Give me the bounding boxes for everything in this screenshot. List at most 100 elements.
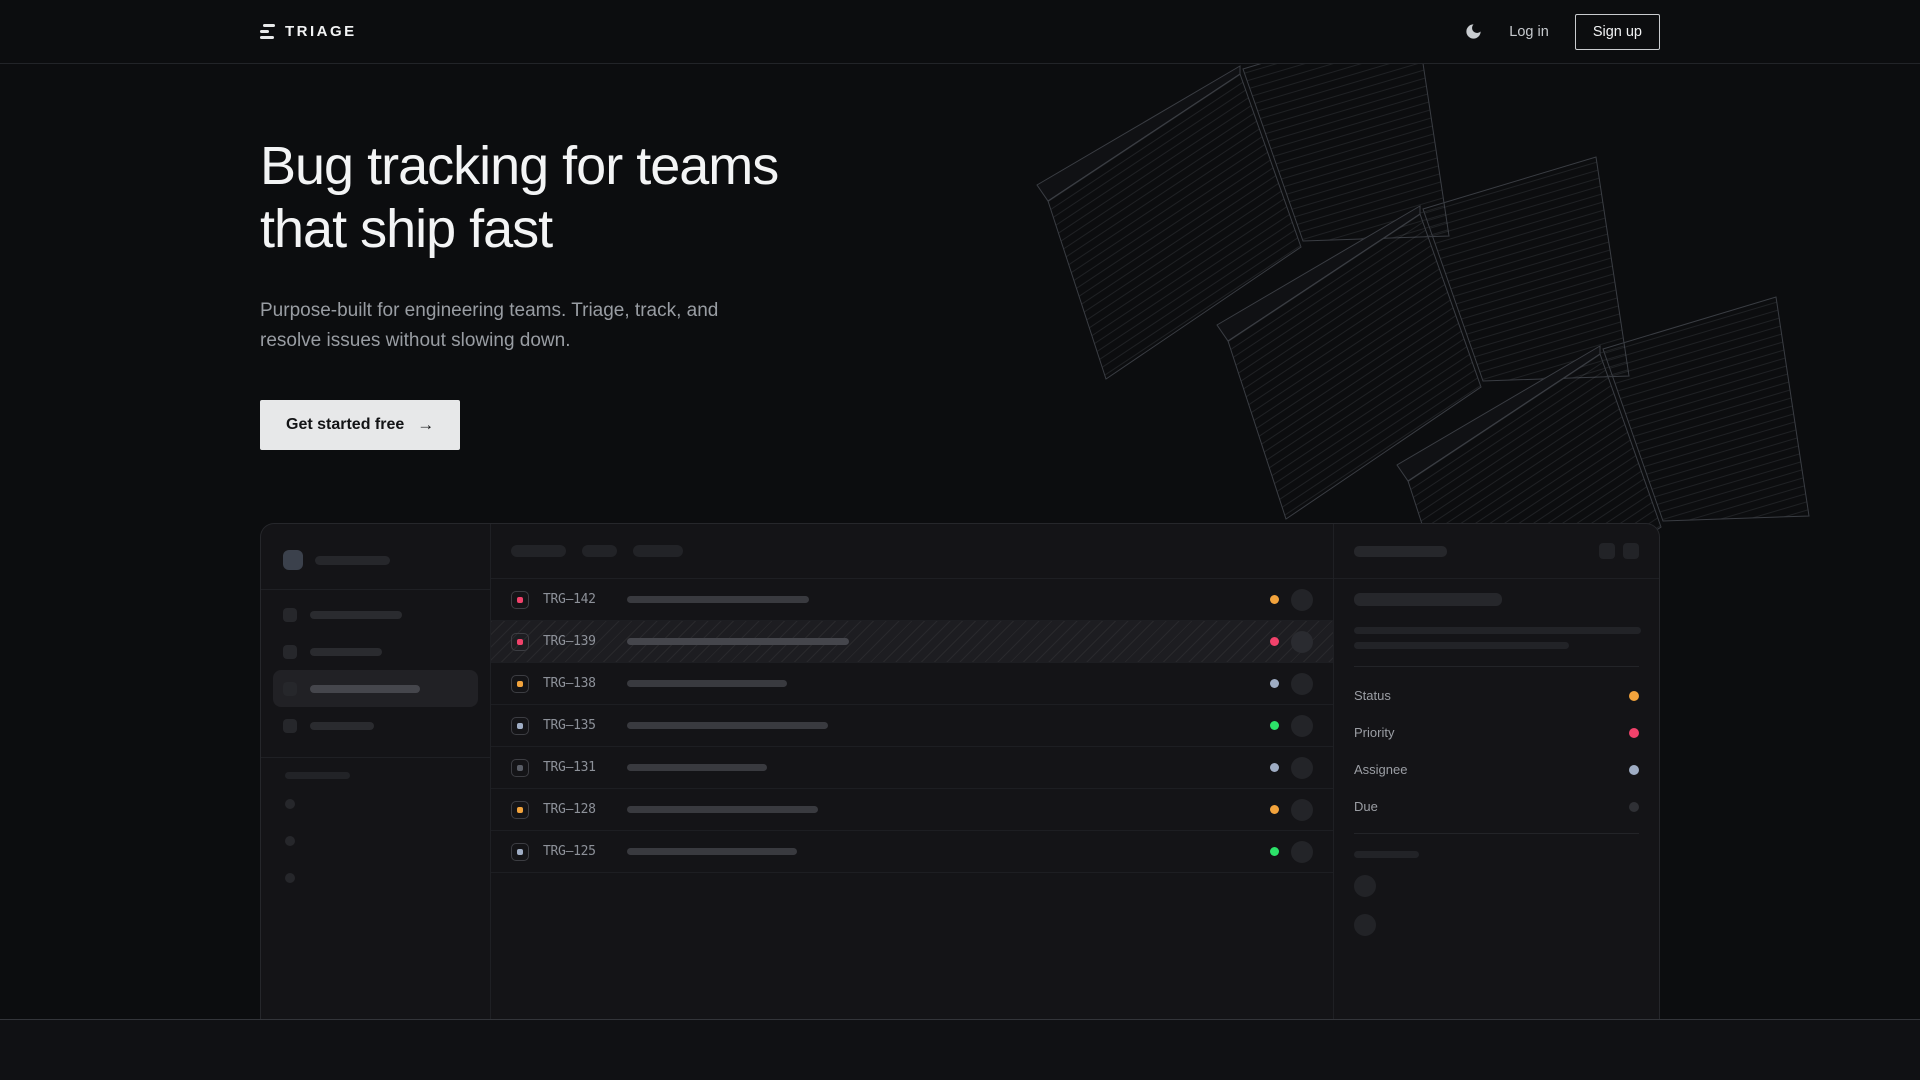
field-value-dot [1629, 764, 1639, 775]
field-label: Status [1354, 688, 1391, 704]
issue-row: TRG–131 [491, 747, 1333, 790]
page-title: Bug tracking for teams that ship fast [260, 136, 779, 259]
panel-action-icon [1599, 543, 1615, 560]
comment-avatar [1354, 914, 1376, 937]
signup-button[interactable]: Sign up [1574, 13, 1660, 50]
avatar [1291, 714, 1313, 737]
field-value-dot [1629, 801, 1639, 812]
mockup-workspace-row [261, 550, 490, 571]
panel-title-placeholder [1354, 545, 1447, 557]
issue-title-placeholder [1354, 593, 1502, 607]
avatar [1291, 588, 1313, 611]
panel-action-icon [1623, 543, 1639, 560]
issue-row: TRG–125 [491, 831, 1333, 874]
divider [261, 757, 490, 759]
issue-id: TRG–125 [543, 844, 596, 860]
sidebar-item-icon [283, 607, 297, 622]
list-tab-placeholder [511, 545, 566, 558]
footer [0, 1019, 1920, 1080]
issue-list-header [491, 524, 1333, 580]
status-dot [1270, 721, 1279, 731]
sidebar-item [273, 670, 478, 708]
issue-id: TRG–131 [543, 760, 596, 776]
avatar [1291, 672, 1313, 695]
issue-type-dot [517, 848, 523, 855]
moon-icon [1466, 24, 1481, 39]
sidebar-item-icon [283, 644, 297, 659]
status-dot [1270, 595, 1279, 605]
issue-type-icon [511, 674, 529, 693]
top-nav: TRIAGE Log in Sign up [0, 0, 1920, 64]
triage-logo-icon [260, 24, 275, 39]
sidebar-dot-placeholder [285, 836, 295, 847]
detail-field-row: Priority [1354, 714, 1639, 751]
workspace-name-placeholder [315, 555, 390, 565]
status-dot [1270, 637, 1279, 647]
issue-title-bar-placeholder [627, 638, 849, 646]
field-value-dot [1629, 690, 1639, 701]
field-label: Assignee [1354, 762, 1408, 778]
sidebar-item-icon [283, 681, 297, 696]
issue-type-dot [517, 722, 523, 729]
sidebar-dot-placeholder [285, 873, 295, 884]
issue-id: TRG–135 [543, 718, 596, 734]
issue-id: TRG–139 [543, 634, 596, 650]
sidebar-item [273, 596, 478, 633]
avatar [1291, 798, 1313, 821]
issue-row: TRG–138 [491, 663, 1333, 706]
hero-subtitle: Purpose-built for engineering teams. Tri… [260, 300, 719, 352]
status-dot [1270, 763, 1279, 773]
status-dot [1270, 805, 1279, 815]
avatar [1291, 630, 1313, 653]
issue-row: TRG–139 [491, 621, 1333, 664]
issue-id: TRG–142 [543, 592, 596, 608]
issue-type-icon [511, 716, 529, 735]
detail-field-row: Due [1354, 788, 1639, 825]
issue-row: TRG–128 [491, 789, 1333, 832]
issue-type-dot [517, 806, 523, 813]
comments-label-placeholder [1354, 851, 1419, 859]
sidebar-item-label-placeholder [310, 610, 402, 619]
field-label: Priority [1354, 725, 1395, 741]
divider [1354, 833, 1639, 835]
issue-title-bar-placeholder [627, 722, 828, 730]
sidebar-item [273, 633, 478, 670]
get-started-button[interactable]: Get started free → [260, 400, 461, 451]
sidebar-dot-placeholder [285, 799, 295, 810]
login-link[interactable]: Log in [1509, 23, 1549, 40]
detail-panel-header [1334, 524, 1659, 580]
issue-type-dot [517, 596, 523, 603]
workspace-icon [283, 550, 303, 571]
issue-title-bar-placeholder [627, 596, 809, 604]
issue-type-dot [517, 638, 523, 645]
field-value-dot [1629, 727, 1639, 738]
issue-type-icon [511, 632, 529, 651]
issue-type-dot [517, 680, 523, 687]
theme-toggle[interactable] [1463, 22, 1483, 42]
issue-title-bar-placeholder [627, 848, 797, 856]
issue-id: TRG–138 [543, 676, 596, 692]
sidebar-item-label-placeholder [310, 721, 374, 730]
detail-field-row: Assignee [1354, 751, 1639, 788]
issue-title-bar-placeholder [627, 680, 787, 688]
issue-id: TRG–128 [543, 802, 596, 818]
description-placeholder [1354, 627, 1641, 635]
issue-type-icon [511, 800, 529, 819]
issue-title-bar-placeholder [627, 764, 767, 772]
hero-section: Bug tracking for teams that ship fast Pu… [0, 64, 1920, 1019]
brand-logo[interactable]: TRIAGE [260, 23, 357, 40]
list-tab-placeholder [582, 545, 617, 558]
issue-type-icon [511, 590, 529, 609]
sidebar-item-label-placeholder [310, 647, 382, 656]
avatar [1291, 840, 1313, 863]
list-tab-placeholder [633, 545, 683, 558]
detail-field-row: Status [1354, 677, 1639, 714]
issue-type-icon [511, 842, 529, 861]
sidebar-item-label-placeholder [310, 684, 420, 693]
divider [1354, 666, 1639, 668]
divider [261, 589, 490, 591]
issue-row: TRG–142 [491, 579, 1333, 622]
issue-type-dot [517, 764, 523, 771]
